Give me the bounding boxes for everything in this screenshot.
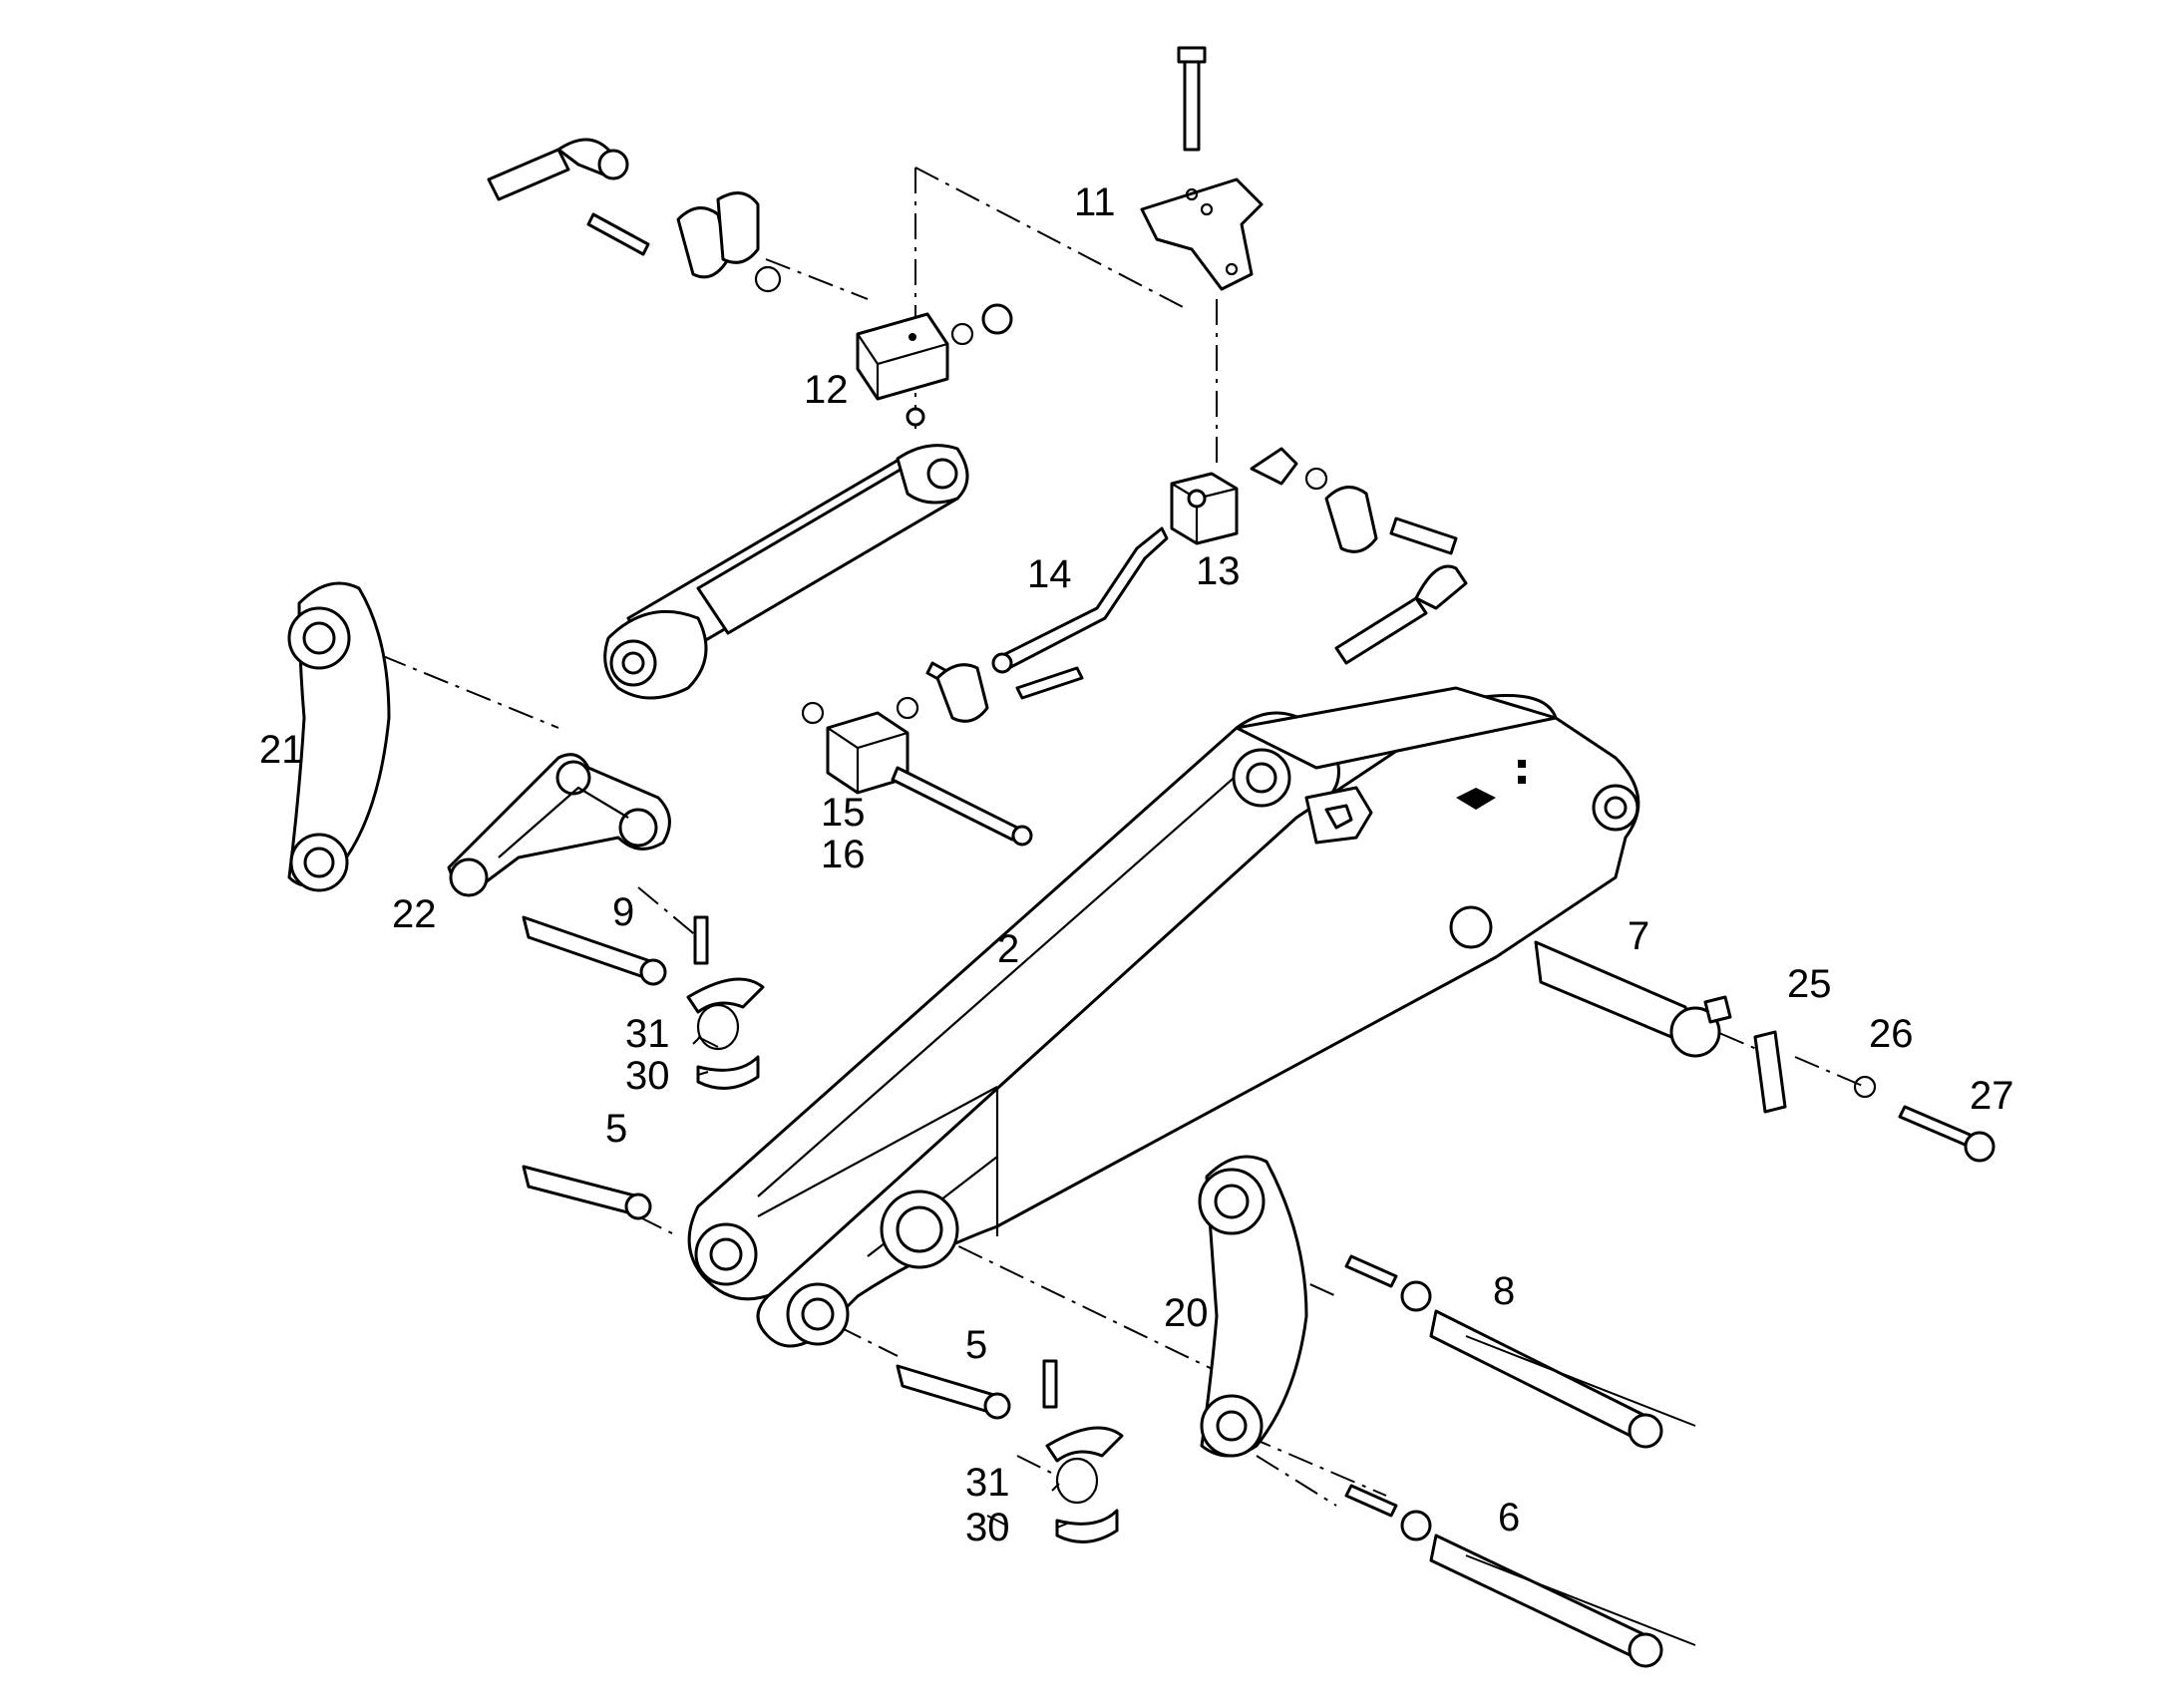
label-22: 22: [392, 892, 437, 936]
hydraulic-cylinder: [603, 444, 969, 700]
label-25: 25: [1787, 962, 1832, 1006]
label-12: 12: [804, 368, 849, 412]
hose-fittings-top-left: [487, 138, 1013, 346]
bellcrank-part-22: [447, 753, 671, 897]
leader-lines: [692, 1036, 1696, 1646]
label-27: 27: [1970, 1074, 2014, 1118]
label-5b: 5: [965, 1323, 987, 1367]
label-30b: 30: [965, 1506, 1010, 1549]
label-14: 14: [1027, 552, 1072, 596]
label-15: 15: [821, 791, 866, 835]
label-13: 13: [1196, 549, 1241, 593]
hose-fittings-right: [801, 447, 1468, 725]
valve-block-part-12: [856, 312, 949, 427]
bracket-plate-part-11: [1140, 46, 1264, 291]
label-21: 21: [259, 728, 304, 772]
label-11: 11: [1074, 180, 1116, 224]
block-part-13: [1170, 472, 1239, 545]
label-16: 16: [821, 833, 866, 876]
label-30a: 30: [625, 1054, 670, 1098]
label-9: 9: [612, 890, 634, 934]
label-20: 20: [1164, 1291, 1209, 1335]
label-26: 26: [1869, 1012, 1914, 1056]
label-7: 7: [1628, 914, 1649, 958]
pins: [522, 915, 1996, 1668]
label-5a: 5: [605, 1107, 627, 1151]
part-labels: 2 5 5 6 7 8 9 11 12 13 14 15 16 20 21 22…: [259, 180, 2014, 1549]
label-31a: 31: [625, 1012, 670, 1056]
tube-part-14: [991, 526, 1169, 674]
link-part-20: [1198, 1155, 1308, 1458]
label-6: 6: [1498, 1496, 1520, 1539]
block-part-15-16: [826, 711, 1033, 847]
lift-arm-part-2: [687, 686, 1640, 1348]
label-8: 8: [1493, 1269, 1515, 1313]
link-part-21: [287, 581, 391, 892]
label-2: 2: [997, 927, 1019, 971]
label-31b: 31: [965, 1461, 1010, 1505]
